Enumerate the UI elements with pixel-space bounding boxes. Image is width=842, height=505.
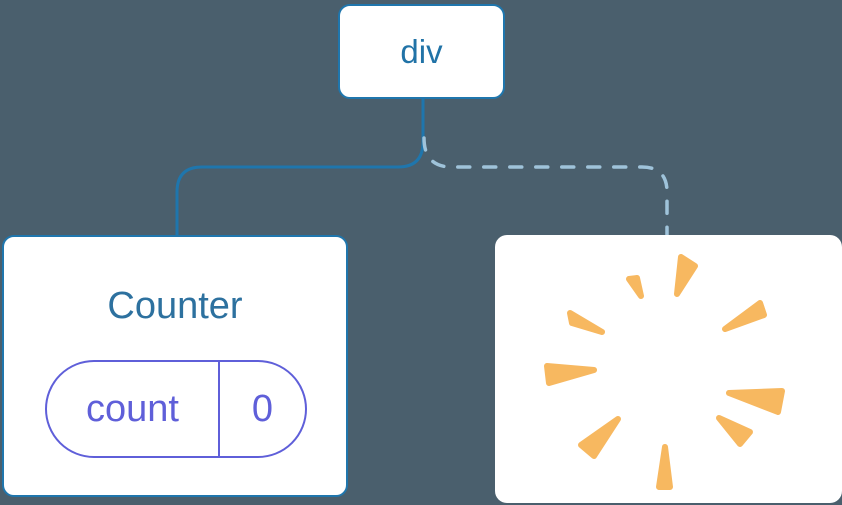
removed-component-node xyxy=(495,235,842,503)
solid-link-line xyxy=(175,99,425,236)
poof-icon xyxy=(544,254,785,490)
counter-node-label: Counter xyxy=(107,285,243,327)
counter-component-node: Counter count 0 xyxy=(2,235,348,497)
state-key-label: count xyxy=(47,362,220,456)
state-value-label: 0 xyxy=(251,387,274,430)
root-node-label: div xyxy=(400,32,443,70)
poof-rays xyxy=(544,254,785,490)
dashed-link-line xyxy=(422,136,669,238)
root-div-node: div xyxy=(338,4,505,99)
state-pill: count 0 xyxy=(45,360,307,458)
